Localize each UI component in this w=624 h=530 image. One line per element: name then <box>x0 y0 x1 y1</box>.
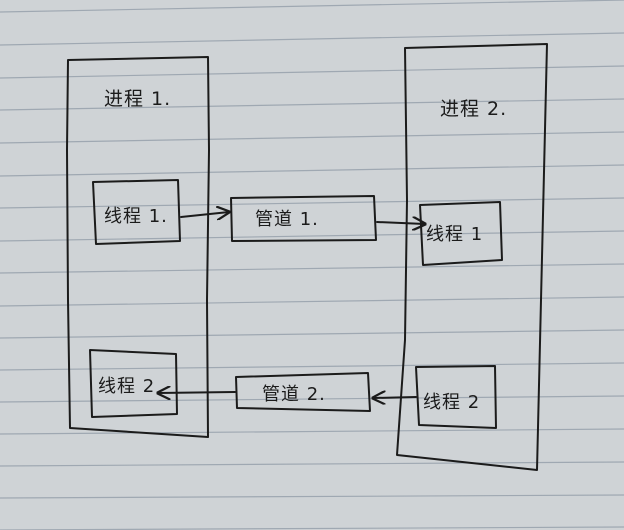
thread-2-process-1-box <box>89 349 178 418</box>
pipe-1-box <box>230 195 377 242</box>
pipe-2-box <box>235 372 371 412</box>
thread-2-process-2-label: 线程 2 <box>423 392 481 413</box>
pipe-2-label: 管道 2. <box>262 384 326 405</box>
pipe-1-label: 管道 1. <box>255 209 319 230</box>
process-1-label: 进程 1. <box>104 88 172 110</box>
thread-1-process-2-label: 线程 1 <box>426 224 484 245</box>
thread-1-process-1-box <box>92 179 181 245</box>
thread-1-process-2-box <box>419 201 503 266</box>
thread-2-process-1-label: 线程 2 <box>98 376 156 397</box>
thread-1-process-1-label: 线程 1. <box>104 206 168 227</box>
process-2-label: 进程 2. <box>440 98 508 120</box>
process-1-box <box>66 56 210 438</box>
arrow-pipe2-to-thread2 <box>158 392 236 393</box>
arrow-thread2-to-pipe2 <box>373 397 417 398</box>
arrow-pipe1-to-thread1 <box>376 222 425 224</box>
thread-2-process-2-box <box>415 365 497 429</box>
arrow-thread1-to-pipe1 <box>180 212 229 217</box>
